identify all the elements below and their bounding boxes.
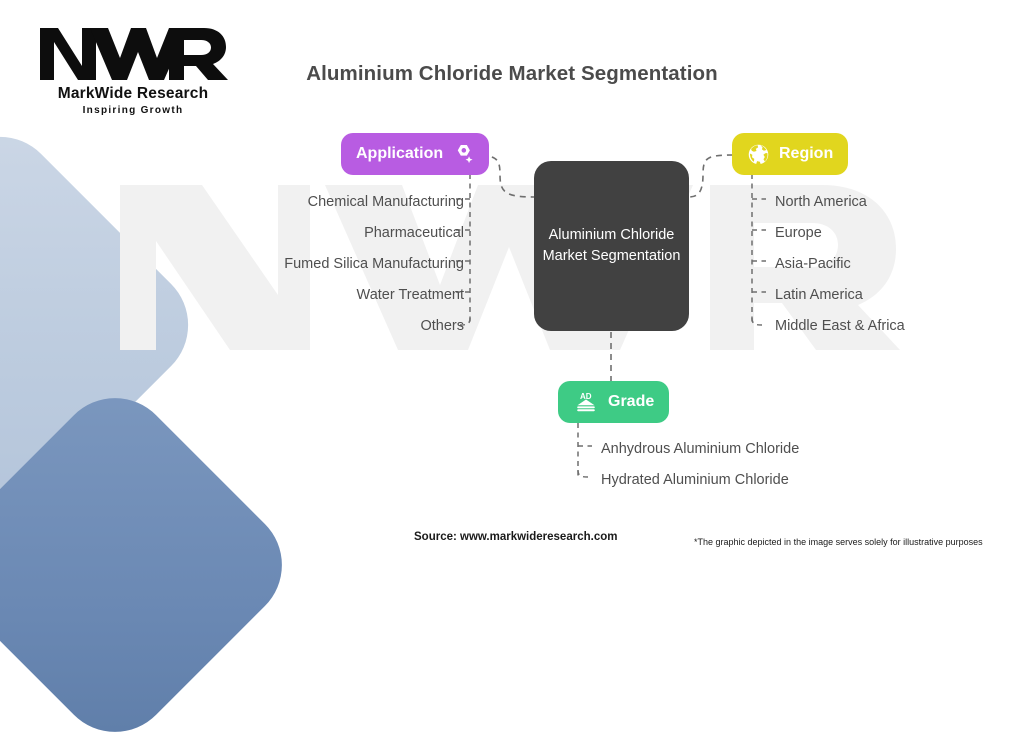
brand-tagline: Inspiring Growth [82, 105, 184, 116]
branch-label-region: Region [779, 145, 834, 162]
decor-square-light [0, 112, 213, 538]
leaf-item: Fumed Silica Manufacturing [284, 256, 464, 272]
tick-region-4 [751, 317, 765, 326]
leaf-item: North America [775, 194, 867, 210]
leaf-item: Water Treatment [356, 287, 464, 303]
leaf-list-region: North America Europe Asia-Pacific Latin … [775, 187, 905, 342]
ad-billboard-icon: AD [577, 392, 595, 412]
leaf-item: Hydrated Aluminium Chloride [601, 472, 789, 488]
leaf-item: Anhydrous Aluminium Chloride [601, 441, 800, 457]
source-text: Source: www.markwideresearch.com [414, 531, 618, 543]
disclaimer-text: *The graphic depicted in the image serve… [694, 537, 983, 547]
branch-badge-application[interactable]: Application [341, 133, 490, 175]
svg-text:AD: AD [580, 392, 592, 401]
branch-badge-region[interactable]: Region [732, 133, 849, 175]
center-node-label: Aluminium Chloride Market Segmentation [542, 227, 681, 264]
branch-label-application: Application [356, 145, 444, 162]
leaf-item: Pharmaceutical [364, 225, 464, 241]
mwr-logo-mark [40, 28, 228, 80]
tick-grade-1 [577, 469, 591, 478]
center-node: Aluminium Chloride Market Segmentation [534, 161, 689, 331]
leaf-list-application: Chemical Manufacturing Pharmaceutical Fu… [284, 187, 464, 342]
leaf-item: Middle East & Africa [775, 318, 905, 334]
branch-label-grade: Grade [608, 393, 655, 410]
hex-nut-sparkle-icon [457, 145, 473, 164]
leaf-item: Others [420, 318, 464, 334]
brand-name: MarkWide Research [57, 85, 209, 102]
leaf-list-grade: Anhydrous Aluminium Chloride Hydrated Al… [601, 434, 799, 496]
leaf-item: Latin America [775, 287, 863, 303]
globe-icon [748, 144, 769, 165]
wire-region-to-center [688, 154, 734, 198]
leaf-item: Chemical Manufacturing [307, 194, 464, 210]
leaf-item: Europe [775, 225, 822, 241]
brand-logo: MarkWide Research Inspiring Growth [38, 22, 228, 116]
page-title: Aluminium Chloride Market Segmentation [306, 62, 718, 85]
branch-badge-grade[interactable]: AD Grade [558, 381, 670, 423]
decor-square-dark [0, 374, 306, 756]
leaf-item: Asia-Pacific [775, 256, 851, 272]
